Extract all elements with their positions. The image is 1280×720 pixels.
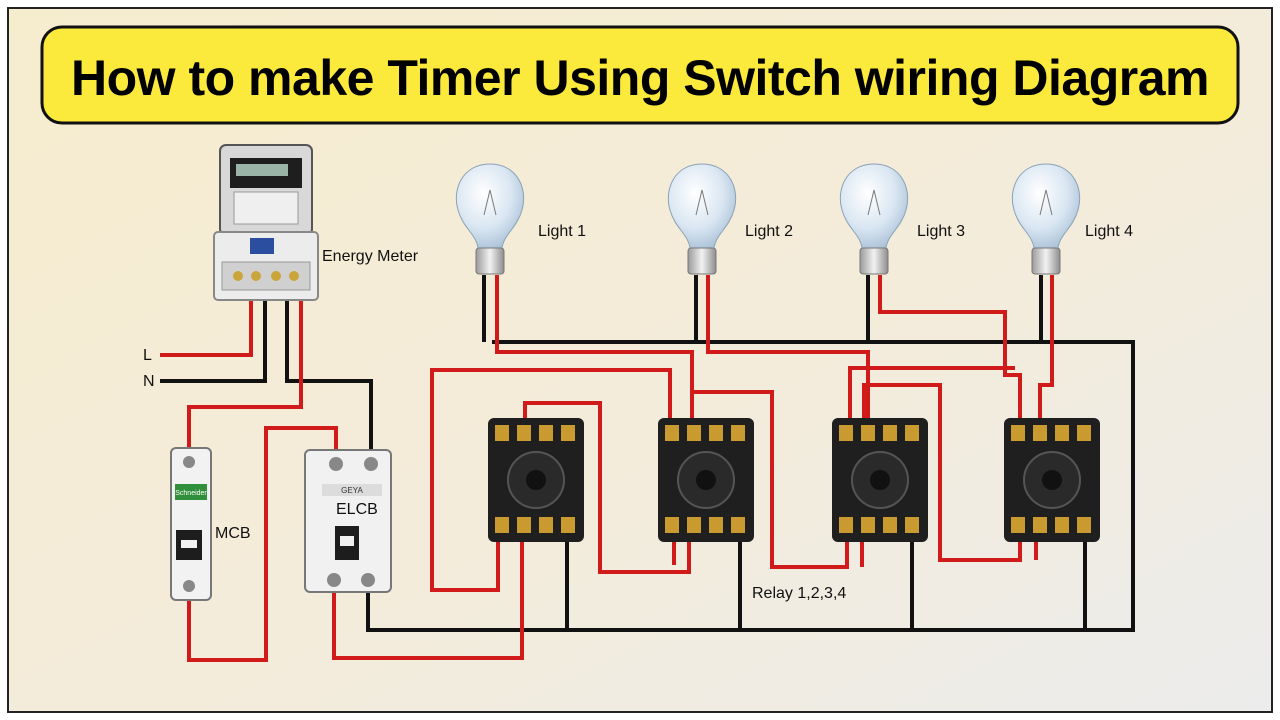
light-3-bulb [839,163,909,275]
energy-meter [213,144,319,301]
mcb-brand: Schneider [175,490,207,497]
mcb-label: MCB [215,525,251,542]
elcb-device: GEYA [304,449,392,593]
diagram-frame [7,7,1273,713]
neutral-supply-label: N [143,373,155,390]
light-4-bulb [1011,163,1081,275]
relay-4 [1004,418,1100,542]
mcb-device: Schneider [170,447,212,601]
page-title: How to make Timer Using Switch wiring Di… [71,50,1209,106]
live-supply-label: L [143,347,152,364]
light-2-bulb [667,163,737,275]
light-2-label: Light 2 [745,223,793,240]
light-4-label: Light 4 [1085,223,1133,240]
neutral-wires [160,275,1135,632]
live-wires [160,275,1054,662]
relay-1 [488,418,584,542]
relay-3 [832,418,928,542]
elcb-brand: GEYA [341,486,363,495]
title-banner: How to make Timer Using Switch wiring Di… [40,25,1240,125]
relay-2 [658,418,754,542]
light-1-label: Light 1 [538,223,586,240]
light-1-bulb [455,163,525,275]
relays-label: Relay 1,2,3,4 [752,585,846,602]
elcb-label: ELCB [336,501,378,518]
light-3-label: Light 3 [917,223,965,240]
energy-meter-label: Energy Meter [322,248,419,265]
